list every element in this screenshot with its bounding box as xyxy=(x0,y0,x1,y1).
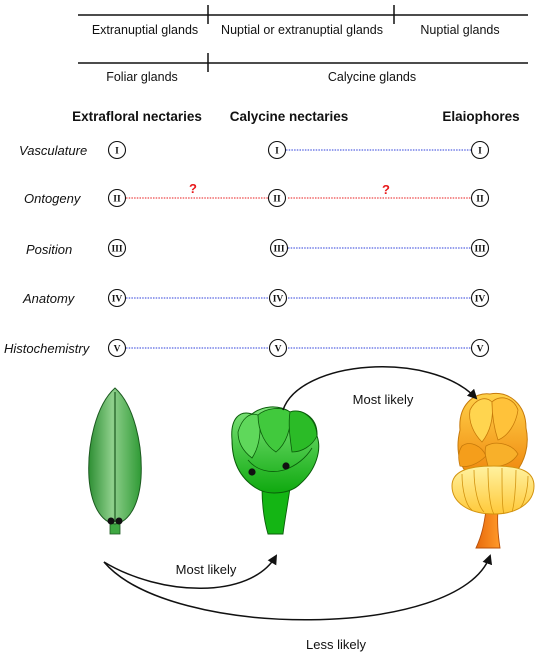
calycine-gland-right xyxy=(282,462,290,470)
column-extrafloral-nectaries: Extrafloral nectaries xyxy=(72,109,202,124)
header-calycine: Calycine glands xyxy=(328,70,416,84)
calyx-pedicel xyxy=(261,487,291,535)
foliar-gland-right xyxy=(115,517,123,525)
marker-vasculature-extrafloral: I xyxy=(107,140,127,160)
svg-text:II: II xyxy=(113,195,121,205)
marker-ontogeny-calycine: II xyxy=(267,188,287,208)
row-label-histochemistry: Histochemistry xyxy=(4,341,91,356)
column-headings: Extrafloral nectaries Calycine nectaries… xyxy=(72,109,520,124)
svg-text:III: III xyxy=(474,245,485,255)
arrow-label-foliar-to-calycine: Most likely xyxy=(176,562,237,577)
marker-ontogeny-extrafloral: II xyxy=(107,188,127,208)
calycine-gland-left xyxy=(248,468,256,476)
marker-histochemistry-elaiophore: V xyxy=(470,338,490,358)
marker-vasculature-elaiophore: I xyxy=(470,140,490,160)
row-labels: Vasculature Ontogeny Position Anatomy Hi… xyxy=(4,143,91,356)
header-nuptial: Nuptial glands xyxy=(420,23,499,37)
leaf-illustration xyxy=(88,387,142,535)
marker-vasculature-calycine: I xyxy=(267,140,287,160)
flower-stalk xyxy=(475,509,501,549)
svg-text:V: V xyxy=(114,345,121,355)
flower-illustration xyxy=(451,392,535,549)
column-calycine-nectaries: Calycine nectaries xyxy=(230,109,349,124)
header-nuptial-or-extranuptial: Nuptial or extranuptial glands xyxy=(221,23,383,37)
numeral-markers: I I I II II II III III xyxy=(107,140,490,358)
row-label-ontogeny: Ontogeny xyxy=(24,191,82,206)
svg-text:IV: IV xyxy=(273,295,284,305)
sepal-middle xyxy=(257,408,291,453)
marker-position-extrafloral: III xyxy=(107,238,127,258)
svg-text:I: I xyxy=(478,147,482,157)
marker-histochemistry-calycine: V xyxy=(268,338,288,358)
connector-lines: ? ? xyxy=(126,149,472,349)
row-label-vasculature: Vasculature xyxy=(19,143,87,158)
svg-text:IV: IV xyxy=(475,295,486,305)
svg-text:I: I xyxy=(275,147,279,157)
petal-upper-left xyxy=(469,398,493,443)
marker-histochemistry-extrafloral: V xyxy=(107,338,127,358)
calyx-illustration xyxy=(231,406,320,535)
svg-text:I: I xyxy=(115,147,119,157)
arrow-calycine-to-elaiophore xyxy=(282,366,478,411)
arrow-label-calycine-to-elaiophore: Most likely xyxy=(353,392,414,407)
column-elaiophores: Elaiophores xyxy=(442,109,519,124)
svg-text:II: II xyxy=(273,195,281,205)
uncertain-mark-ontogeny-right: ? xyxy=(382,182,390,197)
svg-text:V: V xyxy=(477,345,484,355)
row-label-anatomy: Anatomy xyxy=(22,291,76,306)
sepal-left xyxy=(237,413,261,459)
petal-mid-right xyxy=(484,442,519,467)
svg-text:IV: IV xyxy=(112,295,123,305)
header-foliar: Foliar glands xyxy=(106,70,178,84)
arrow-foliar-to-calycine xyxy=(103,554,278,589)
petal-lobe-lines xyxy=(461,467,529,515)
marker-anatomy-elaiophore: IV xyxy=(470,288,490,308)
svg-text:II: II xyxy=(476,195,484,205)
flower-lower-petals xyxy=(451,465,535,515)
foliar-gland-left xyxy=(107,517,115,525)
marker-position-elaiophore: III xyxy=(470,238,490,258)
row-label-position: Position xyxy=(26,242,72,257)
marker-ontogeny-elaiophore: II xyxy=(470,188,490,208)
header-extranuptial: Extranuptial glands xyxy=(92,23,198,37)
sepal-right xyxy=(288,410,318,453)
svg-text:III: III xyxy=(273,245,284,255)
petal-mid-left xyxy=(458,443,487,467)
sepal-margin xyxy=(247,447,313,472)
svg-text:III: III xyxy=(111,245,122,255)
petal-upper-right xyxy=(491,397,519,441)
uncertain-mark-ontogeny-left: ? xyxy=(189,181,197,196)
marker-position-calycine: III xyxy=(269,238,289,258)
relationship-arrows: Most likely Most likely Less likely xyxy=(103,366,492,652)
header-table: Extranuptial glands Nuptial or extranupt… xyxy=(78,5,528,84)
arrow-label-foliar-to-elaiophore: Less likely xyxy=(306,637,366,652)
svg-text:V: V xyxy=(275,345,282,355)
marker-anatomy-calycine: IV xyxy=(268,288,288,308)
marker-anatomy-extrafloral: IV xyxy=(107,288,127,308)
arrow-foliar-to-elaiophore xyxy=(103,554,492,621)
